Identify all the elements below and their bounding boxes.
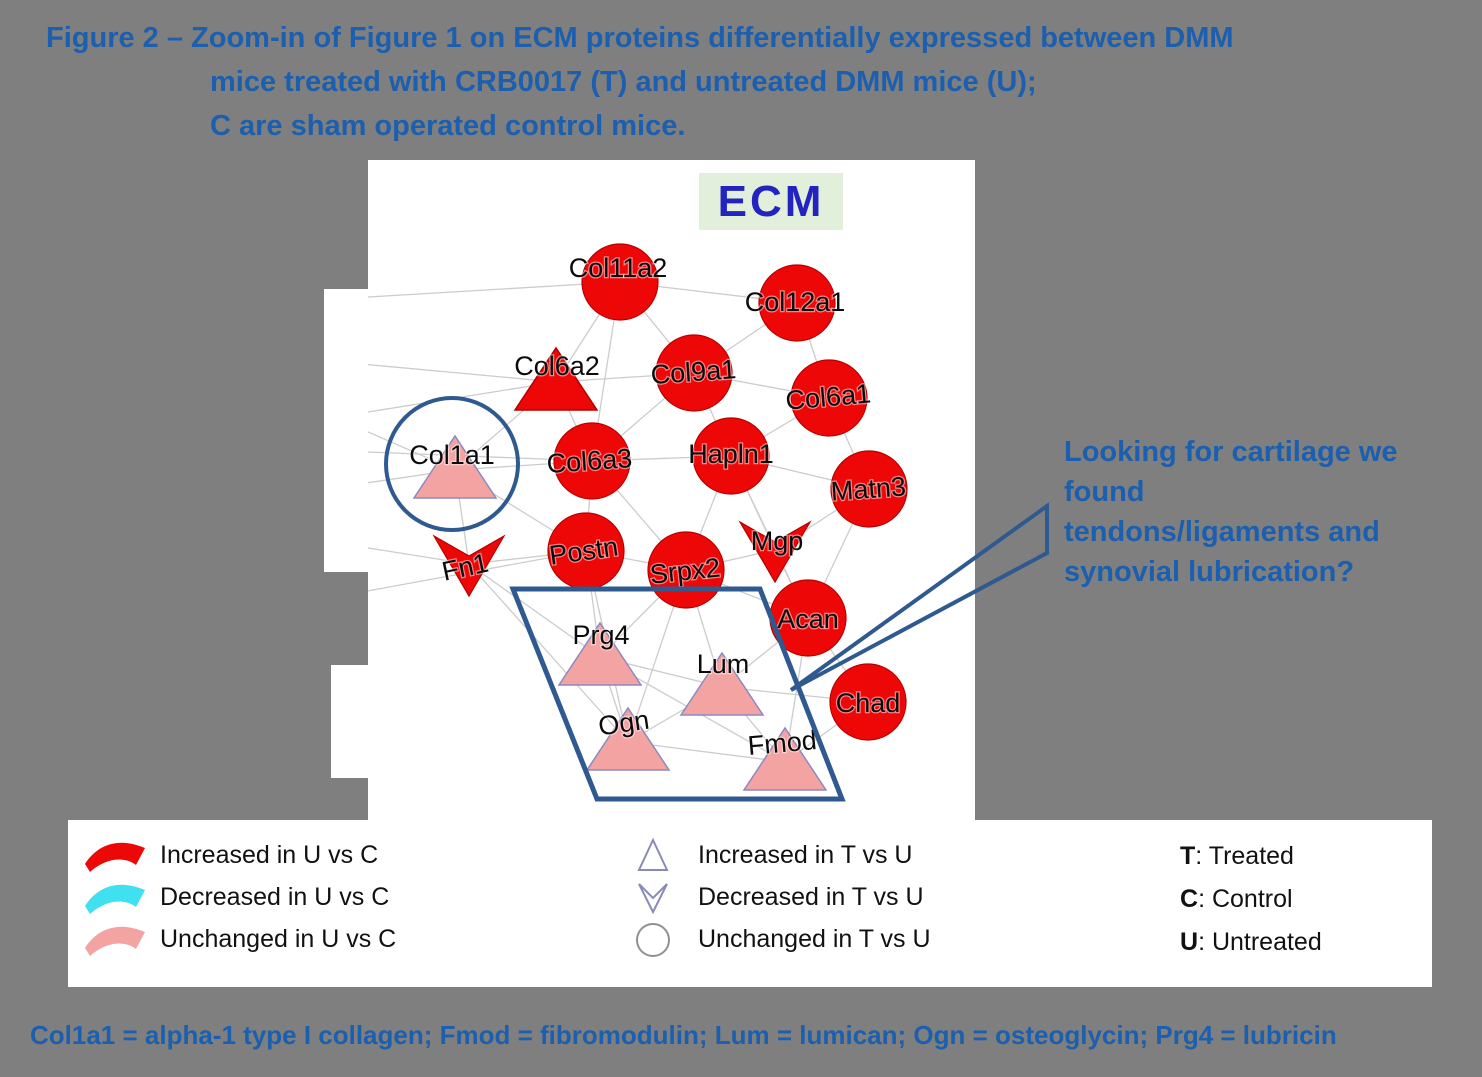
node-Col6a3: Col6a3 bbox=[544, 422, 634, 500]
annotation-note-line: tendons/ligaments and bbox=[1064, 516, 1380, 548]
annotation-note-line: found bbox=[1064, 476, 1145, 508]
node-Fmod: Fmod bbox=[742, 724, 828, 791]
node-Fn1: Fn1 bbox=[432, 534, 506, 598]
node-label-Prg4: Prg4 bbox=[572, 620, 629, 650]
node-label-Col6a2: Col6a2 bbox=[514, 351, 600, 381]
abbrev-letter: C bbox=[1180, 885, 1199, 913]
node-label-Fmod: Fmod bbox=[747, 725, 818, 761]
legend-item-label: Increased in T vs U bbox=[698, 840, 913, 869]
swoosh-icon bbox=[85, 926, 145, 956]
abbrev-text: : Untreated bbox=[1198, 928, 1322, 956]
node-Chad: Chad bbox=[829, 663, 907, 741]
node-Col1a1: Col1a1 bbox=[408, 434, 498, 499]
node-Col6a1: Col6a1 bbox=[783, 359, 873, 437]
legend-u-vs-c: Increased in U vs C Decreased in U vs C Un… bbox=[82, 836, 396, 958]
legend-t-vs-u: Increased in T vs U Decreased in T vs U Un… bbox=[620, 836, 931, 958]
node-label-Acan: Acan bbox=[777, 604, 839, 634]
cropped-panel-fragment-bottom bbox=[331, 665, 371, 778]
legend-abbrev-row: U: Untreated bbox=[1180, 928, 1322, 957]
legend-item: Decreased in U vs C bbox=[82, 878, 396, 916]
definitions-caption: Col1a1 = alpha-1 type I collagen; Fmod =… bbox=[30, 1020, 1337, 1050]
node-Ogn: Ogn bbox=[585, 703, 671, 771]
node-label-Hapln1: Hapln1 bbox=[688, 439, 774, 469]
node-label-Col1a1: Col1a1 bbox=[409, 440, 495, 470]
abbrev-letter: U bbox=[1180, 928, 1199, 956]
node-Col9a1: Col9a1 bbox=[648, 334, 738, 412]
annotation-note: Looking for cartilage we found tendons/lig… bbox=[1064, 432, 1464, 592]
node-label-Col9a1: Col9a1 bbox=[650, 354, 737, 390]
legend-abbrev-row: C: Control bbox=[1180, 885, 1322, 914]
legend-panel: Increased in U vs C Decreased in U vs C Un… bbox=[68, 820, 1432, 987]
figure-title-line: C are sham operated control mice. bbox=[210, 110, 686, 142]
figure-title-line: mice treated with CRB0017 (T) and untrea… bbox=[210, 66, 1037, 98]
cropped-panel-fragment-top bbox=[324, 289, 370, 572]
legend-item-label: Unchanged in T vs U bbox=[698, 924, 931, 953]
node-label-Col6a3: Col6a3 bbox=[546, 443, 633, 479]
node-Hapln1: Hapln1 bbox=[687, 417, 775, 495]
legend-item-label: Unchanged in U vs C bbox=[160, 924, 397, 953]
ecm-label: ECM bbox=[699, 173, 843, 230]
annotation-note-line: Looking for cartilage we bbox=[1064, 436, 1398, 468]
chevron-icon bbox=[638, 883, 668, 915]
node-Srpx2: Srpx2 bbox=[647, 531, 725, 609]
legend-item-label: Increased in U vs C bbox=[160, 840, 379, 869]
annotation-note-line: synovial lubrication? bbox=[1064, 556, 1355, 588]
network-edges bbox=[368, 281, 870, 763]
triangle-icon bbox=[637, 837, 669, 871]
abbrev-text: : Control bbox=[1198, 885, 1293, 913]
node-Lum: Lum bbox=[679, 648, 765, 716]
node-label-Matn3: Matn3 bbox=[830, 471, 907, 506]
node-label-Col11a2: Col11a2 bbox=[569, 253, 668, 283]
swoosh-icon bbox=[85, 884, 145, 914]
figure-title: Figure 2 – Zoom-in of Figure 1 on ECM pr… bbox=[46, 16, 1234, 148]
node-Prg4: Prg4 bbox=[557, 619, 643, 686]
legend-item: Decreased in T vs U bbox=[620, 878, 931, 916]
legend-item-label: Decreased in U vs C bbox=[160, 882, 390, 911]
legend-abbrev-row: T: Treated bbox=[1180, 842, 1322, 871]
node-Col6a2: Col6a2 bbox=[513, 346, 601, 411]
abbrev-text: : Treated bbox=[1195, 842, 1294, 870]
legend-item: Increased in T vs U bbox=[620, 836, 931, 874]
legend-item: Unchanged in T vs U bbox=[620, 920, 931, 958]
figure-title-line: Figure 2 – Zoom-in of Figure 1 on ECM pr… bbox=[46, 22, 1234, 54]
abbrev-letter: T bbox=[1180, 842, 1196, 870]
legend-item: Unchanged in U vs C bbox=[82, 920, 396, 958]
node-Col12a1: Col12a1 bbox=[743, 264, 847, 342]
circle-icon bbox=[636, 923, 670, 957]
node-Postn: Postn bbox=[546, 512, 625, 590]
legend-item-label: Decreased in T vs U bbox=[698, 882, 924, 911]
node-label-Lum: Lum bbox=[697, 649, 750, 679]
node-label-Mgp: Mgp bbox=[751, 526, 804, 556]
node-Mgp: Mgp bbox=[738, 520, 812, 584]
node-Col11a2: Col11a2 bbox=[567, 243, 669, 321]
swoosh-icon bbox=[85, 842, 145, 872]
legend-item: Increased in U vs C bbox=[82, 836, 396, 874]
node-label-Chad: Chad bbox=[836, 688, 901, 718]
node-Matn3: Matn3 bbox=[829, 450, 908, 528]
node-Acan: Acan bbox=[769, 579, 847, 657]
node-label-Col12a1: Col12a1 bbox=[745, 287, 846, 317]
